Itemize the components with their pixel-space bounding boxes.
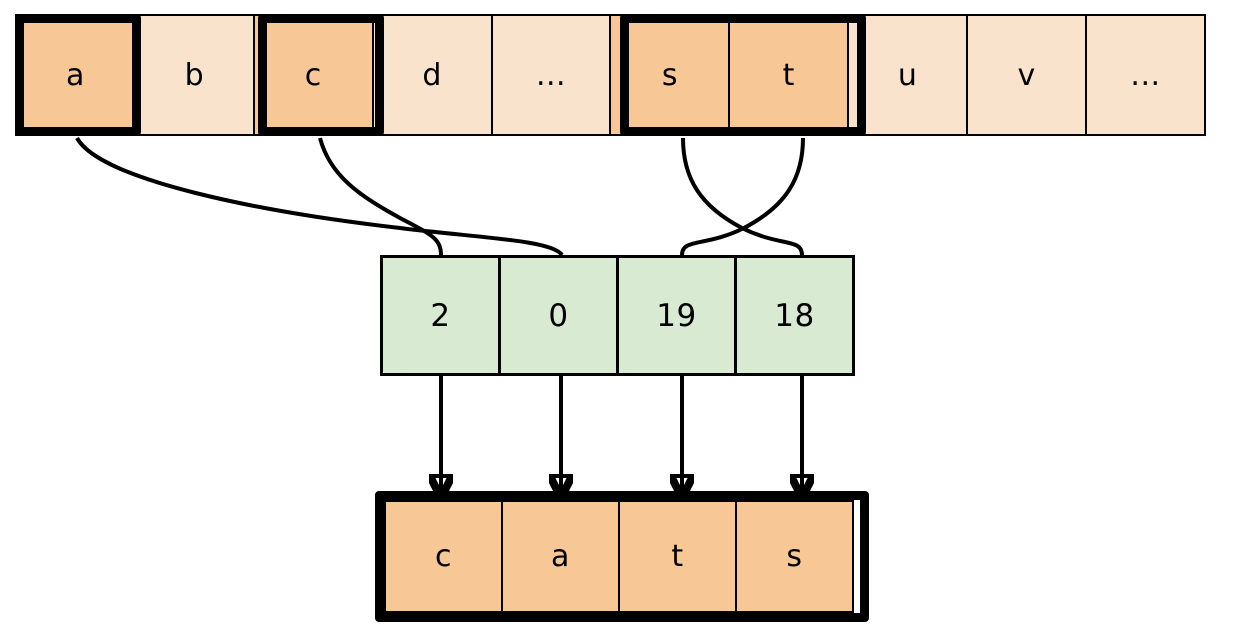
alphabet-cell-c[interactable]: c <box>252 14 374 136</box>
index-cell-0[interactable]: 2 <box>380 255 501 376</box>
alphabet-cell-d[interactable]: d <box>371 14 493 136</box>
alphabet-cell-b[interactable]: b <box>133 14 255 136</box>
alphabet-cell-t[interactable]: t <box>728 14 850 136</box>
index-cell-1[interactable]: 0 <box>498 255 619 376</box>
curve-c-to-2 <box>318 137 443 256</box>
result-cell-0[interactable]: c <box>384 500 503 613</box>
index-cell-3[interactable]: 18 <box>734 255 855 376</box>
alphabet-cell-v[interactable]: v <box>966 14 1088 136</box>
alphabet-cell-s[interactable]: s <box>609 14 731 136</box>
result-cell-2[interactable]: t <box>618 500 737 613</box>
result-cell-1[interactable]: a <box>501 500 620 613</box>
index-cell-2[interactable]: 19 <box>616 255 737 376</box>
alphabet-cell-ellipsis-2[interactable]: ... <box>1085 14 1206 136</box>
curve-a-to-0 <box>75 136 564 257</box>
result-row: c a t s <box>384 500 860 613</box>
curve-s-to-18 <box>681 137 804 256</box>
result-cell-3[interactable]: s <box>735 500 854 613</box>
alphabet-cell-a[interactable]: a <box>15 14 136 136</box>
index-row: 2 0 19 18 <box>380 255 864 376</box>
alphabet-cell-ellipsis-1[interactable]: ... <box>490 14 612 136</box>
curve-t-to-19 <box>680 137 805 256</box>
alphabet-cell-u[interactable]: u <box>847 14 969 136</box>
alphabet-row: a b c d ... s t u v ... <box>15 14 1224 136</box>
